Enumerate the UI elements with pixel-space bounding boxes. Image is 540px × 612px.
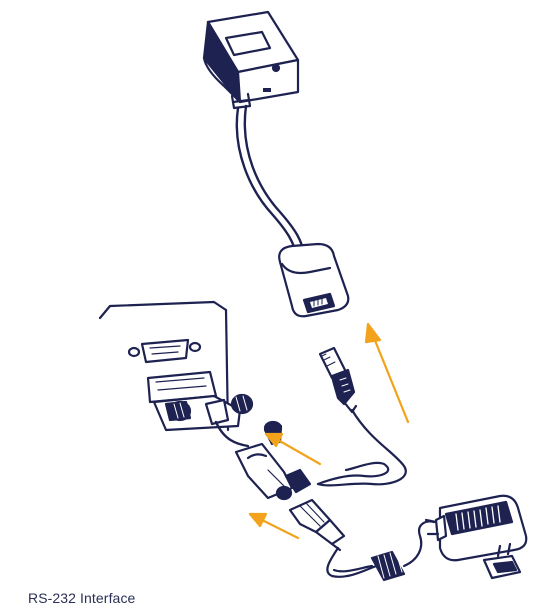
arrow-to-rj45-jack xyxy=(374,338,408,422)
db9-port xyxy=(129,340,200,362)
dc-plug xyxy=(290,500,344,550)
rj45-cable xyxy=(318,410,406,485)
db9-connector xyxy=(148,372,252,430)
arrow-to-db9 xyxy=(278,440,320,464)
rj45-jack xyxy=(279,244,348,316)
coiled-cable xyxy=(327,522,434,580)
scanner-head xyxy=(204,12,298,108)
power-adapter xyxy=(426,496,526,578)
arrow-to-dc-jack xyxy=(262,520,298,538)
diagram-caption: RS-232 Interface xyxy=(28,590,135,606)
rj45-plug xyxy=(320,348,356,412)
